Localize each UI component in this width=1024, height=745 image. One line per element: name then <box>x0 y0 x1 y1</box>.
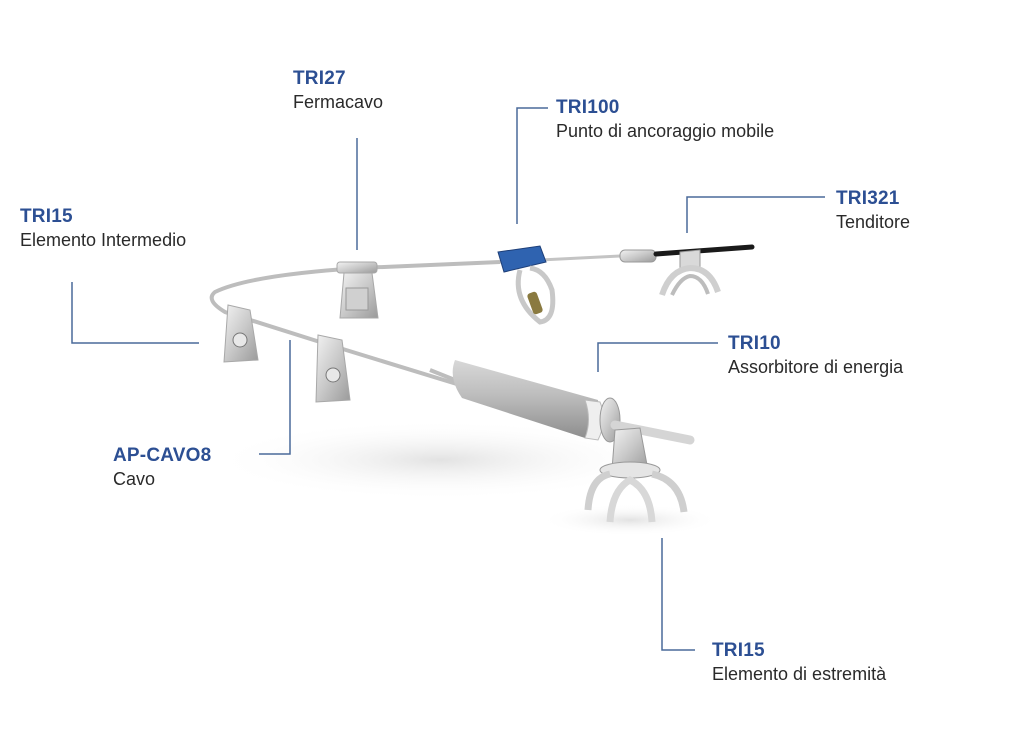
label-ap-cavo8: AP-CAVO8 Cavo <box>113 444 211 490</box>
component-name: Tenditore <box>836 211 911 232</box>
label-tri100: TRI100 Punto di ancoraggio mobile <box>556 96 774 142</box>
shadow <box>210 420 670 500</box>
label-tri27: TRI27 Fermacavo <box>293 67 383 113</box>
component-code: TRI100 <box>556 97 620 118</box>
component-code: TRI10 <box>728 333 781 354</box>
end-bracket-icon <box>584 427 688 523</box>
label-tri10: TRI10 Assorbitore di energia <box>728 332 903 378</box>
intermediate-bracket-icon <box>223 304 351 403</box>
leader-lines <box>71 107 825 651</box>
cable-clamp-icon <box>336 261 379 319</box>
tensioner-icon <box>619 244 755 296</box>
component-code: TRI15 <box>20 206 73 227</box>
component-code: AP-CAVO8 <box>113 445 212 466</box>
mobile-anchor-icon <box>497 245 556 325</box>
component-name: Elemento Intermedio <box>20 229 187 250</box>
component-name: Fermacavo <box>293 91 384 112</box>
leader-tri15-end <box>661 538 695 651</box>
component-code: TRI15 <box>712 640 765 661</box>
component-name: Cavo <box>113 468 156 489</box>
component-name: Punto di ancoraggio mobile <box>556 120 775 141</box>
leader-ap-cavo8 <box>259 340 291 455</box>
leader-tri15-intermediate <box>71 282 199 344</box>
leader-tri10 <box>597 342 718 372</box>
cable-icon <box>209 254 621 387</box>
component-name: Elemento di estremità <box>712 663 887 684</box>
label-tri15-end: TRI15 Elemento di estremità <box>712 639 886 685</box>
label-tri15-intermediate: TRI15 Elemento Intermedio <box>20 205 186 251</box>
leader-tri321 <box>686 196 825 233</box>
component-code: TRI321 <box>836 188 900 209</box>
component-name: Assorbitore di energia <box>728 356 904 377</box>
leader-tri100 <box>516 107 548 224</box>
label-tri321: TRI321 Tenditore <box>836 187 910 233</box>
component-code: TRI27 <box>293 68 346 89</box>
